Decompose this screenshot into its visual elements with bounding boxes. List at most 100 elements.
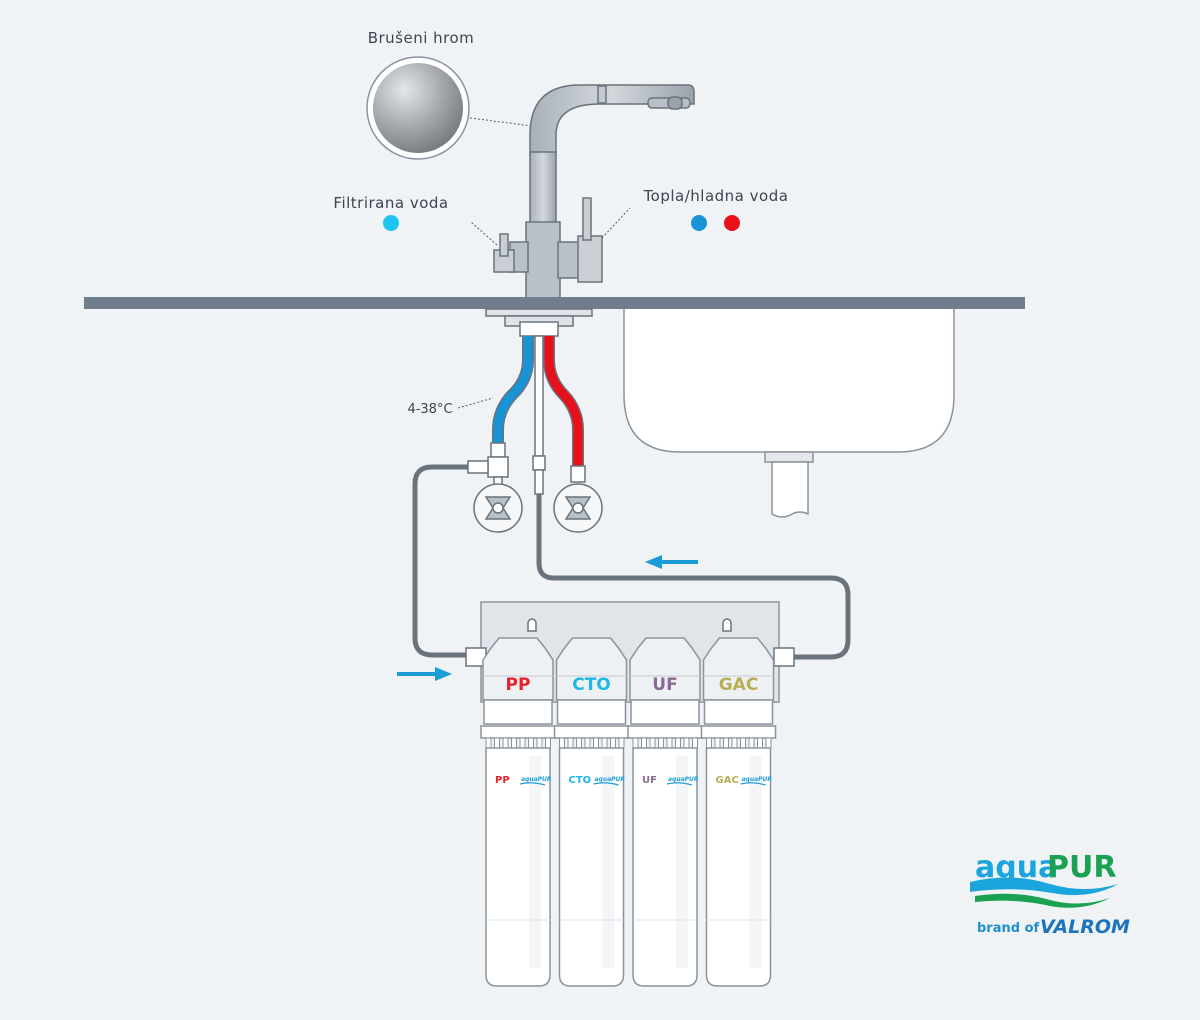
filter-highlight — [529, 756, 541, 968]
filter-mini-logo: aquaPUR — [521, 776, 552, 783]
filter-grip-tooth — [658, 737, 664, 749]
hot-water-dot — [724, 215, 740, 231]
filter-housing-label: CTO — [569, 775, 592, 786]
filter-head — [629, 637, 701, 701]
flow-arrow-inlet-icon — [397, 667, 452, 681]
filter-grip-tooth — [528, 737, 534, 749]
filter-collar — [556, 699, 627, 725]
filter-mini-wave-icon — [666, 782, 693, 786]
filtered-fitting — [532, 455, 546, 495]
filter-uf: UF UF aquaPUR — [627, 637, 703, 987]
filter-grip-tooth — [536, 737, 543, 749]
filter-grip-tooth — [706, 737, 712, 749]
faucet-mount — [485, 308, 593, 337]
temperature-label: 4-38°C — [407, 402, 452, 417]
filter-grip-tooth — [502, 737, 509, 749]
filter-mini-logo: aquaPUR — [668, 776, 699, 783]
filter-grip-tooth — [485, 737, 492, 749]
cold-shutoff-valve — [473, 483, 523, 533]
filtered-water-dot — [383, 215, 399, 231]
filter-highlight — [676, 756, 688, 968]
filter-grip-tooth — [731, 737, 738, 749]
hot-hose — [544, 336, 583, 468]
filter-ring — [480, 725, 556, 739]
cold-hose — [493, 336, 533, 445]
filter-grip-tooth — [632, 737, 639, 749]
filter-housing-label: GAC — [716, 775, 739, 786]
sink-drain-collar — [764, 451, 814, 463]
filter-mini-wave-icon — [593, 782, 619, 786]
countertop — [84, 297, 1025, 309]
filtered-leader-line — [470, 221, 498, 246]
filter-grip-tooth — [584, 737, 591, 749]
aquapur-logo: aqua PUR — [970, 850, 1118, 908]
hot-fitting — [570, 465, 586, 483]
filter-grip-tooth — [593, 737, 599, 749]
hot-cold-leader-line — [601, 207, 631, 239]
filtered-water-label: Filtrirana voda — [333, 194, 448, 212]
filter-mini-wave-icon — [740, 782, 766, 786]
hot-cold-water-label: Topla/hladna voda — [643, 187, 789, 205]
filter-grip-tooth — [666, 737, 673, 749]
filter-grip-tooth — [576, 737, 582, 749]
sink-basin — [623, 309, 955, 453]
filter-ring — [627, 725, 703, 739]
filter-grip-tooth — [519, 737, 526, 749]
filter-head — [702, 637, 775, 701]
filter-grip-tooth — [723, 737, 729, 749]
logo-pur-text: PUR — [1047, 850, 1116, 885]
filter-highlight — [749, 756, 762, 968]
filter-grip-tooth — [545, 737, 551, 749]
inlet-tube — [412, 464, 468, 658]
filter-grip-tooth — [740, 737, 746, 749]
valrom-logo: VALROM — [1040, 916, 1130, 938]
filter-grip-tooth — [675, 737, 681, 749]
finish-swatch — [373, 63, 463, 153]
sink-drain-pipe — [771, 461, 809, 518]
filter-collar — [483, 699, 553, 725]
filter-grip-tooth — [511, 737, 517, 749]
filtered-tube — [534, 335, 544, 457]
finish-leader-line — [469, 117, 533, 127]
filter-grip-tooth — [649, 737, 656, 749]
filter-head-label: CTO — [572, 675, 611, 695]
cold-fitting — [467, 442, 509, 488]
filter-head-label: UF — [652, 675, 677, 695]
filter-head — [482, 637, 554, 701]
logo-wave-green-icon — [975, 893, 1110, 908]
temperature-leader-line — [457, 397, 494, 409]
filter-grip-tooth — [748, 737, 755, 749]
filter-grip-tooth — [765, 737, 772, 749]
filter-head-label: GAC — [719, 675, 759, 695]
filter-grip-tooth — [683, 737, 690, 749]
filter-collar — [703, 699, 774, 725]
filter-grip-tooth — [601, 737, 608, 749]
filter-highlight — [602, 756, 615, 968]
filter-grip-tooth — [641, 737, 647, 749]
flow-arrow-return-icon — [645, 555, 698, 569]
filter-grip-tooth — [714, 737, 721, 749]
outlet-tube — [536, 494, 851, 660]
finish-label: Brušeni hrom — [368, 29, 475, 47]
filter-mini-logo: aquaPUR — [595, 776, 626, 783]
cold-water-dot — [691, 215, 707, 231]
filter-grip-tooth — [692, 737, 698, 749]
filter-housing-label: UF — [642, 775, 657, 786]
filter-ring — [700, 725, 777, 739]
hot-shutoff-valve — [553, 483, 603, 533]
filter-head — [555, 637, 628, 701]
faucet — [493, 84, 695, 299]
filter-mini-wave-icon — [519, 782, 546, 786]
filter-grip-tooth — [610, 737, 616, 749]
filter-housing-label: PP — [495, 775, 510, 786]
filter-grip-tooth — [618, 737, 625, 749]
filter-collar — [630, 699, 700, 725]
filter-head-label: PP — [506, 675, 531, 695]
filter-grip-tooth — [559, 737, 565, 749]
filter-pp: PP PP aquaPUR — [480, 637, 556, 987]
filter-mini-logo: aquaPUR — [742, 776, 773, 783]
